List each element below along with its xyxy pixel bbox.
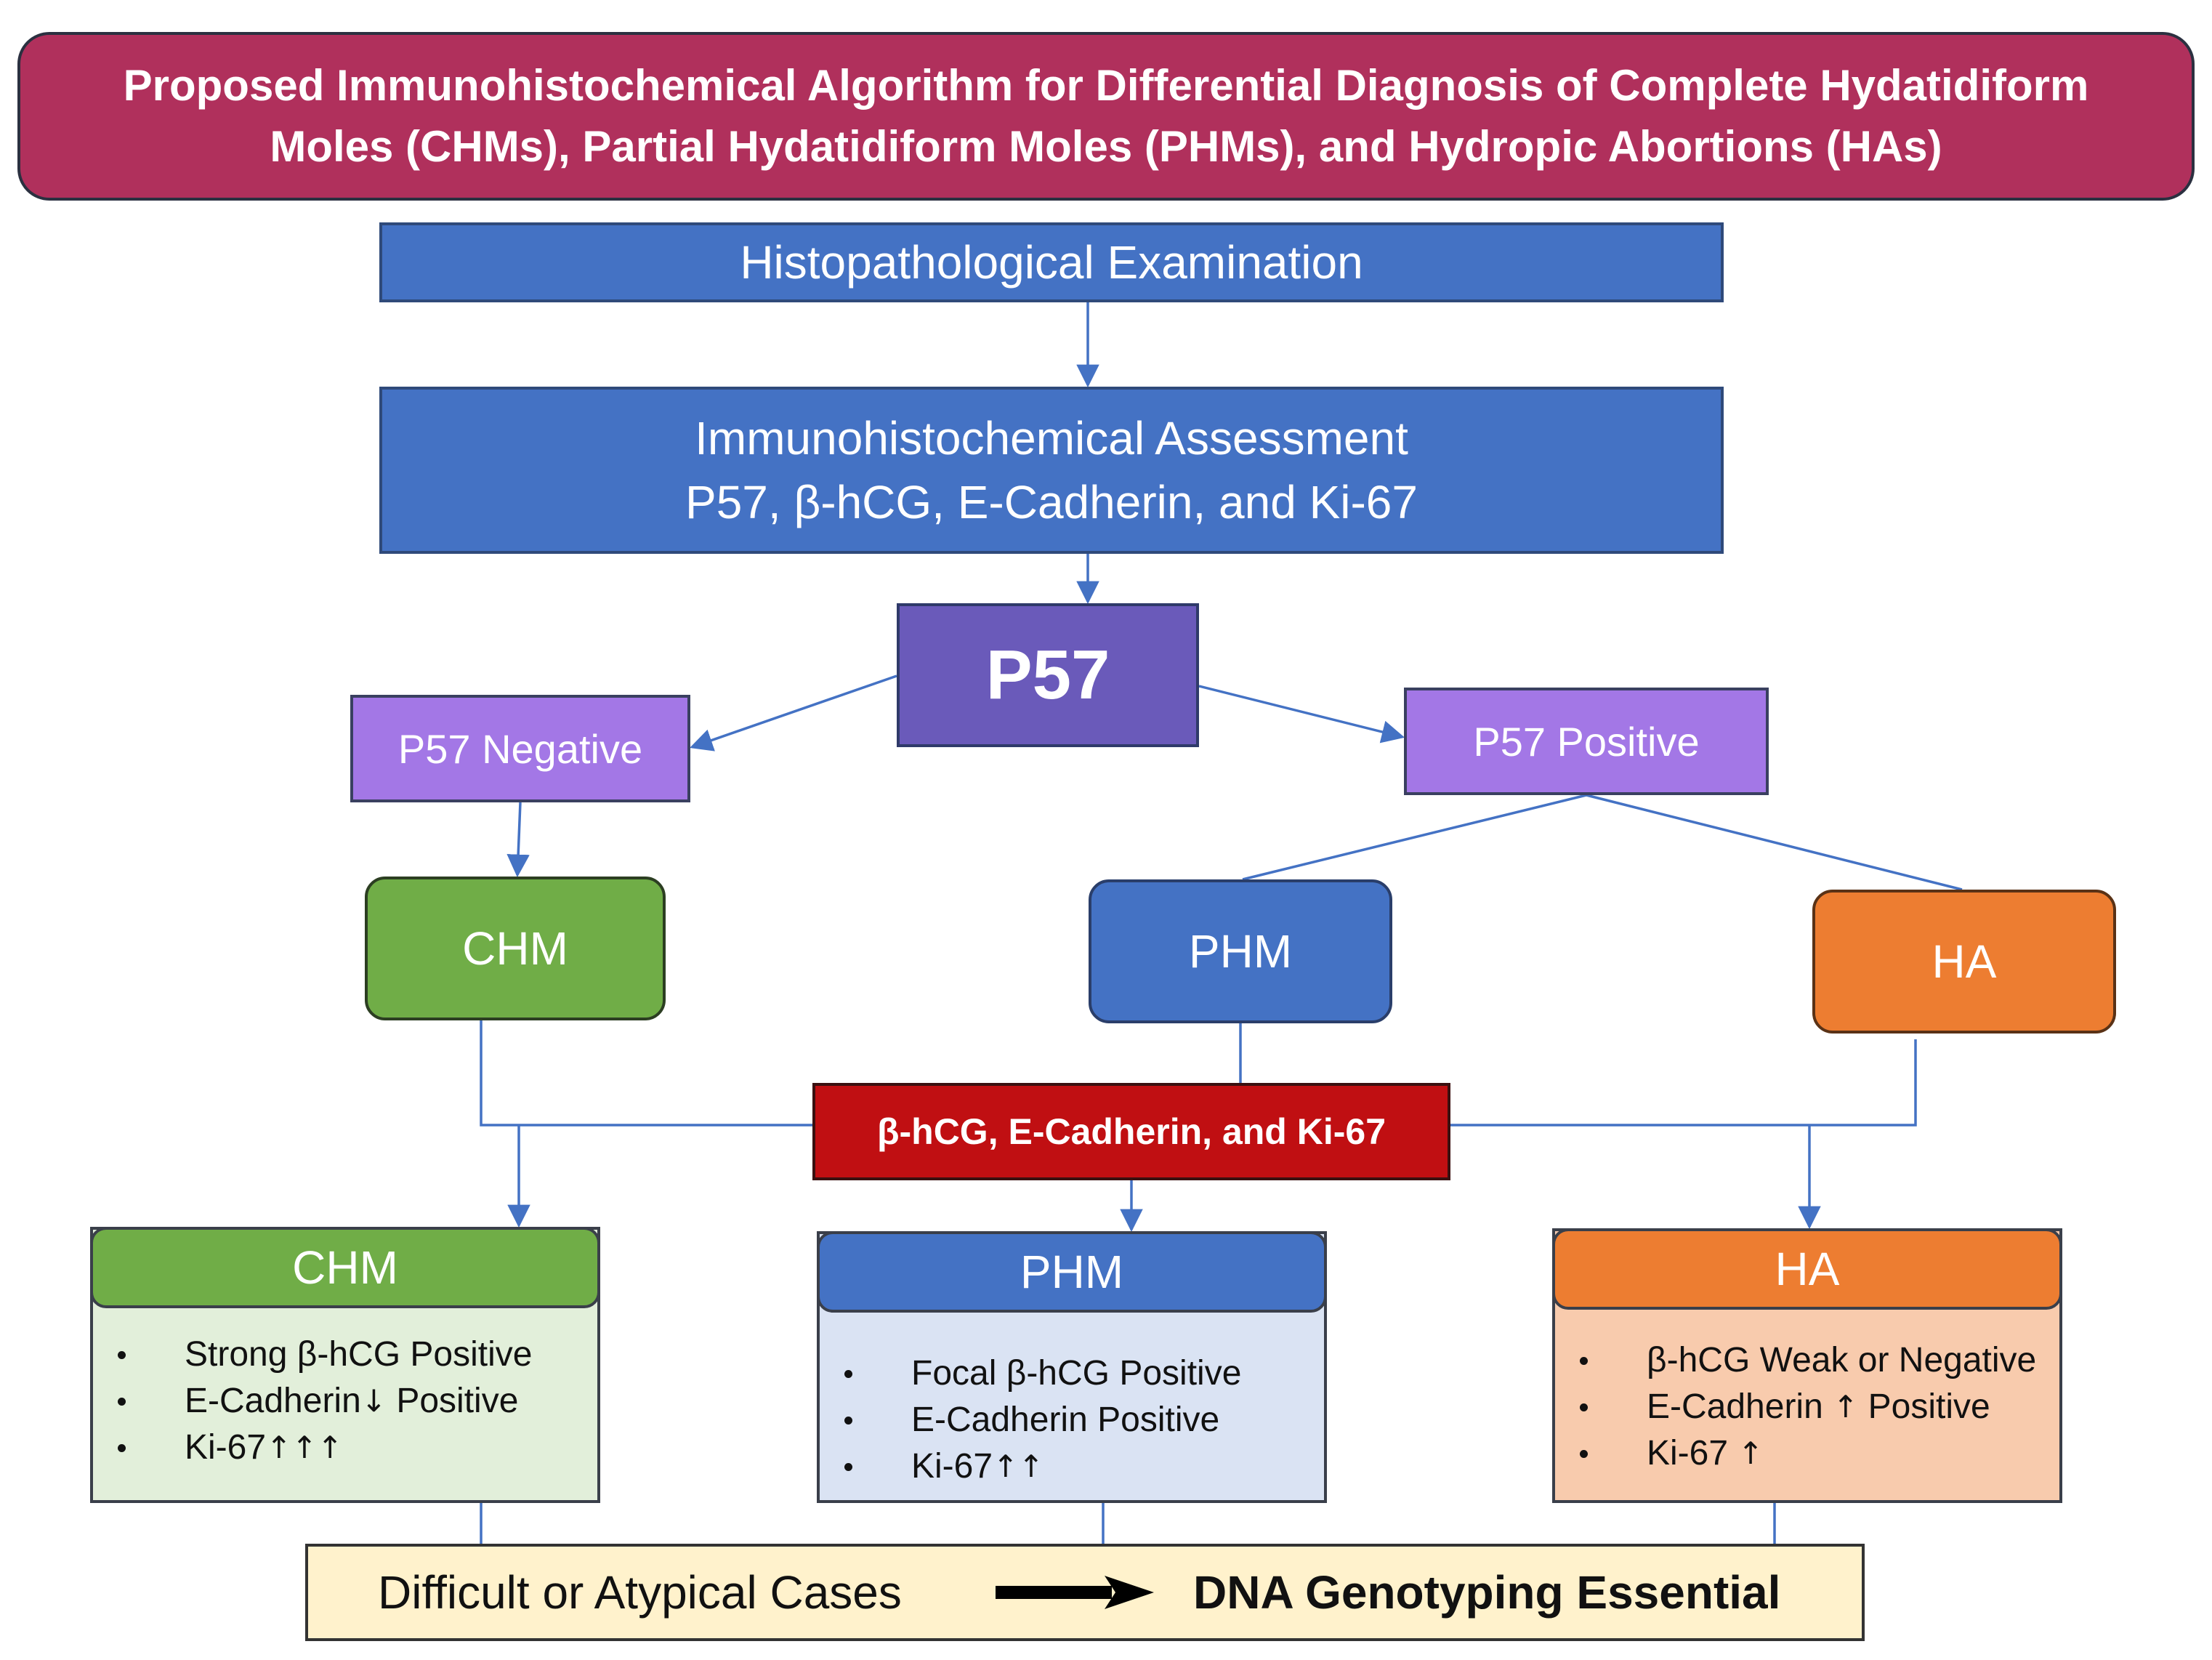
- markers-box: β-hCG, E-Cadherin, and Ki-67: [812, 1083, 1450, 1180]
- line-ha-to-markers: [1450, 1039, 1917, 1127]
- item-text: Ki-67: [1647, 1434, 1738, 1472]
- item-text: E-Cadherin: [185, 1382, 361, 1420]
- ha-node: HA: [1812, 890, 2116, 1034]
- list-item: E-Cadherin↓ Positive: [93, 1378, 597, 1425]
- ha-card-header: HA: [1552, 1228, 2062, 1310]
- dna-genotyping-label: DNA Genotyping Essential: [1193, 1566, 1781, 1619]
- immunohistochemical-assessment-box: Immunohistochemical Assessment P57, β-hC…: [379, 387, 1724, 554]
- chm-node-label: CHM: [462, 922, 568, 975]
- p57-positive-box: P57 Positive: [1404, 688, 1769, 795]
- ha-card: HA β-hCG Weak or Negative E-Cadherin ↑ P…: [1552, 1228, 2062, 1503]
- list-item: E-Cadherin Positive: [820, 1397, 1324, 1443]
- arrow-p57-to-positive: [1198, 685, 1405, 744]
- item-text: E-Cadherin Positive: [911, 1401, 1220, 1439]
- down-arrow-icon: ↓: [360, 1383, 387, 1419]
- up-arrow-icon: ↑↑: [993, 1449, 1044, 1484]
- item-text: Focal β-hCG Positive: [911, 1354, 1242, 1393]
- ihc-line-2: P57, β-hCG, E-Cadherin, and Ki-67: [685, 476, 1418, 528]
- up-arrow-icon: ↑↑↑: [266, 1430, 343, 1465]
- ha-card-list: β-hCG Weak or Negative E-Cadherin ↑ Posi…: [1555, 1337, 2059, 1477]
- chm-node: CHM: [365, 877, 666, 1020]
- line-positive-to-phm: [1242, 794, 1587, 881]
- ha-node-label: HA: [1932, 935, 1997, 988]
- item-suffix: Positive: [1858, 1387, 1990, 1426]
- item-suffix: Positive: [387, 1382, 519, 1420]
- phm-card-header: PHM: [817, 1231, 1327, 1313]
- item-text: β-hCG Weak or Negative: [1647, 1341, 2037, 1379]
- right-arrow-icon: [996, 1576, 1154, 1609]
- phm-node-label: PHM: [1188, 925, 1293, 978]
- phm-node: PHM: [1089, 879, 1392, 1023]
- histopathological-examination-box: Histopathological Examination: [379, 222, 1724, 302]
- phm-card-list: Focal β-hCG Positive E-Cadherin Positive…: [820, 1350, 1324, 1490]
- ha-card-title: HA: [1775, 1243, 1840, 1295]
- p57-box: P57: [897, 603, 1199, 747]
- up-arrow-icon: ↑: [1833, 1389, 1859, 1425]
- list-item: Ki-67↑↑: [820, 1443, 1324, 1490]
- chm-card-header: CHM: [90, 1227, 600, 1308]
- difficult-cases-label: Difficult or Atypical Cases: [378, 1566, 902, 1619]
- item-text: Ki-67: [185, 1428, 267, 1467]
- up-arrow-icon: ↑: [1737, 1435, 1764, 1471]
- item-text: Ki-67: [911, 1447, 993, 1486]
- list-item: E-Cadherin ↑ Positive: [1555, 1384, 2059, 1430]
- list-item: β-hCG Weak or Negative: [1555, 1337, 2059, 1384]
- chm-card: CHM Strong β-hCG Positive E-Cadherin↓ Po…: [90, 1227, 600, 1503]
- arrow-p57-to-negative: [690, 674, 897, 752]
- list-item: Focal β-hCG Positive: [820, 1350, 1324, 1397]
- list-item: Ki-67↑↑↑: [93, 1425, 597, 1471]
- title-line-2: Moles (CHMs), Partial Hydatidiform Moles…: [270, 122, 1942, 171]
- chm-card-title: CHM: [292, 1241, 398, 1294]
- item-text: Strong β-hCG Positive: [185, 1335, 533, 1374]
- phm-card-title: PHM: [1020, 1246, 1124, 1298]
- histopathological-examination-label: Histopathological Examination: [740, 236, 1363, 289]
- ihc-line-1: Immunohistochemical Assessment: [695, 412, 1408, 464]
- genotyping-box: Difficult or Atypical Cases DNA Genotypi…: [305, 1544, 1865, 1641]
- arrow-negative-to-chm: [506, 802, 530, 878]
- chm-card-list: Strong β-hCG Positive E-Cadherin↓ Positi…: [93, 1331, 597, 1471]
- list-item: Strong β-hCG Positive: [93, 1331, 597, 1378]
- markers-label: β-hCG, E-Cadherin, and Ki-67: [876, 1111, 1386, 1152]
- phm-card: PHM Focal β-hCG Positive E-Cadherin Posi…: [817, 1231, 1327, 1503]
- title-line-1: Proposed Immunohistochemical Algorithm f…: [123, 61, 2089, 110]
- line-positive-to-ha: [1586, 794, 1963, 891]
- p57-negative-box: P57 Negative: [350, 695, 690, 802]
- item-text: E-Cadherin: [1647, 1387, 1833, 1426]
- p57-positive-label: P57 Positive: [1473, 718, 1700, 765]
- list-item: Ki-67 ↑: [1555, 1430, 2059, 1477]
- p57-negative-label: P57 Negative: [397, 725, 643, 772]
- p57-label: P57: [985, 636, 1110, 714]
- line-chm-to-markers: [480, 1020, 812, 1127]
- title-banner: Proposed Immunohistochemical Algorithm f…: [17, 32, 2195, 201]
